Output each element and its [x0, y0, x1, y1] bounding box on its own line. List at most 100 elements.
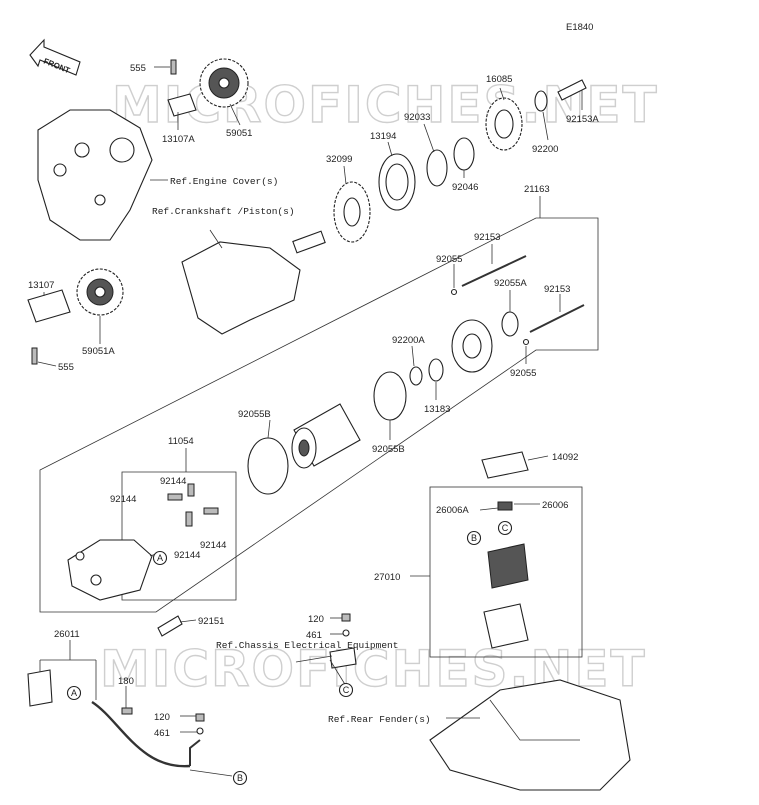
bolt-120-lower	[195, 713, 205, 722]
part-label-555-top: 555	[130, 63, 146, 74]
part-label-92153-2: 92153	[544, 284, 570, 295]
part-label-120-lower: 120	[154, 712, 170, 723]
pin-555-top	[170, 59, 177, 75]
spring-92144-1	[187, 483, 195, 497]
washer-92200	[534, 90, 548, 112]
part-label-13107: 13107	[28, 280, 54, 291]
front-arrow-icon: FRONT	[29, 38, 81, 76]
idle-gear-59051a	[76, 268, 124, 316]
part-label-92144-3: 92144	[174, 550, 200, 561]
callout-label: A	[157, 553, 163, 563]
part-label-92200a: 92200A	[392, 335, 425, 346]
starter-cable-26011	[27, 669, 201, 768]
callout-b-relay: B	[466, 530, 482, 546]
bolt-92153-2	[529, 304, 585, 333]
part-label-461-lower: 461	[154, 728, 170, 739]
chassis-bracket	[329, 647, 357, 669]
ref-engine-cover: Ref.Engine Cover(s)	[170, 176, 278, 187]
bearing-92046	[453, 137, 475, 171]
starter-motor	[291, 403, 361, 469]
washer-92200a	[409, 366, 423, 386]
part-label-92055-1: 92055	[436, 254, 462, 265]
part-label-120-upper: 120	[308, 614, 324, 625]
pin-555-bottom	[31, 347, 38, 365]
part-label-21163: 21163	[524, 184, 550, 195]
part-label-92144-2: 92144	[110, 494, 136, 505]
relay-cover	[483, 603, 529, 649]
callout-label: B	[471, 533, 477, 543]
circlip-92033	[426, 149, 448, 187]
bolt-92153-1	[461, 255, 527, 287]
part-label-92151: 92151	[198, 616, 224, 627]
crankshaft	[181, 230, 326, 335]
callout-a-upper: A	[152, 550, 168, 566]
lockwasher-13183	[428, 358, 444, 382]
part-label-26006a: 26006A	[436, 505, 469, 516]
part-label-27010: 27010	[374, 572, 400, 583]
spring-92144-2	[167, 493, 183, 501]
oring-92055a	[501, 311, 519, 337]
callout-label: C	[343, 685, 350, 695]
part-label-13107a: 13107A	[162, 134, 195, 145]
bolt-180	[121, 707, 133, 715]
part-label-92200: 92200	[532, 144, 558, 155]
part-label-92055-2: 92055	[510, 368, 536, 379]
oring-92055b-right	[373, 371, 407, 421]
starter-relay-27010	[487, 543, 529, 589]
spring-92144-4	[203, 507, 219, 515]
bolt-92151	[157, 615, 183, 637]
part-label-92153a: 92153A	[566, 114, 599, 125]
cap-14092	[481, 451, 529, 479]
part-label-13183: 13183	[424, 404, 450, 415]
part-label-59051: 59051	[226, 128, 252, 139]
fuse-26006a	[497, 501, 513, 511]
starter-group-outline	[39, 217, 599, 613]
spring-92144-3	[185, 511, 193, 527]
rear-fender	[429, 679, 631, 791]
part-label-16085: 16085	[486, 74, 512, 85]
starter-end-cover	[451, 319, 493, 373]
part-label-180: 180	[118, 676, 134, 687]
callout-a-lower: A	[66, 685, 82, 701]
callout-c-relay: C	[497, 520, 513, 536]
leader-lines	[37, 66, 583, 777]
ref-crankshaft-text: Ref.Crankshaft /Piston(s)	[152, 206, 295, 217]
part-label-14092: 14092	[552, 452, 578, 463]
part-label-92046: 92046	[452, 182, 478, 193]
part-label-92144-4: 92144	[200, 540, 226, 551]
part-label-92153-1: 92153	[474, 232, 500, 243]
callout-b-lower: B	[232, 770, 248, 786]
part-label-92055b-right: 92055B	[372, 444, 405, 455]
gear-32099	[333, 181, 371, 243]
callout-label: A	[71, 688, 77, 698]
idle-gear-59051	[199, 58, 249, 108]
relay-group-outline	[429, 486, 583, 658]
shaft-13107	[27, 289, 71, 323]
oring-92055-1	[450, 288, 458, 296]
nut-461-lower	[196, 727, 204, 735]
callout-label: C	[502, 523, 509, 533]
oring-92055b-left	[247, 437, 289, 495]
bolt-120-upper	[341, 613, 351, 622]
part-label-13194: 13194	[370, 131, 396, 142]
brush-holder	[67, 539, 153, 601]
callout-c-chassis: C	[338, 682, 354, 698]
part-label-59051a: 59051A	[82, 346, 115, 357]
one-way-clutch-13194	[378, 153, 416, 211]
starter-clutch-gear-16085	[485, 97, 523, 151]
part-label-26011: 26011	[54, 629, 80, 640]
nut-461-upper	[342, 629, 350, 637]
engine-cover	[37, 109, 153, 241]
ref-chassis: Ref.Chassis Electrical Equipment	[216, 640, 398, 651]
part-label-92144-1: 92144	[160, 476, 186, 487]
part-label-461-upper: 461	[306, 630, 322, 641]
part-label-92033: 92033	[404, 112, 430, 123]
oring-92055-2	[522, 338, 530, 346]
shaft-13107a	[167, 93, 197, 117]
bolt-92153a	[557, 79, 587, 101]
part-label-92055a: 92055A	[494, 278, 527, 289]
part-label-11054: 11054	[168, 436, 194, 447]
part-label-555-bottom: 555	[58, 362, 74, 373]
callout-label: B	[237, 773, 243, 783]
